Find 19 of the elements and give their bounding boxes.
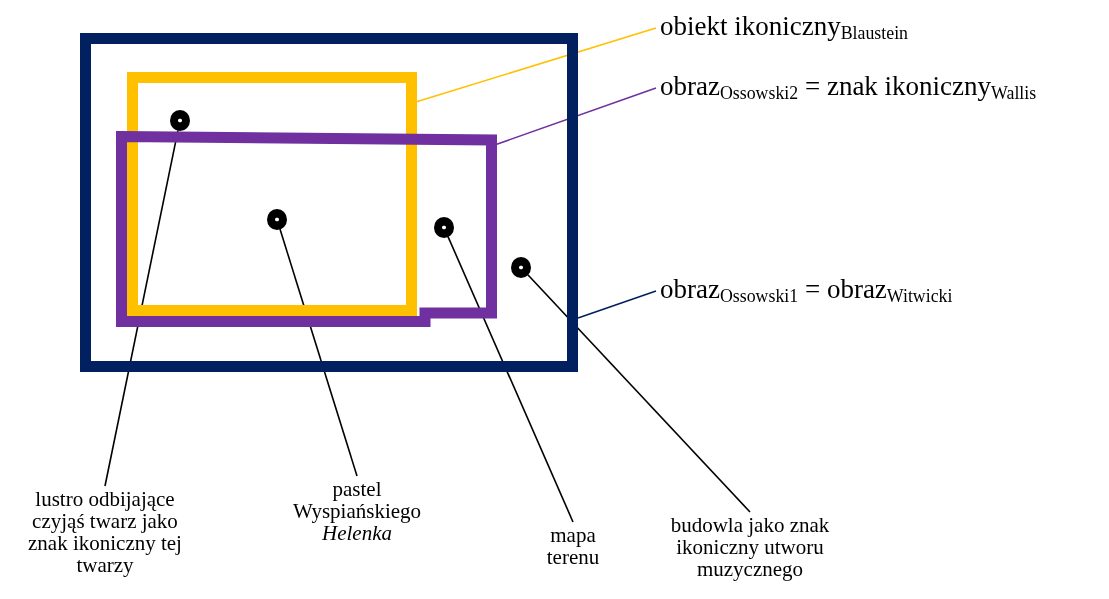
leader-line (447, 235, 574, 523)
point-marker (511, 257, 531, 278)
category-rectangle (80, 33, 578, 372)
category-rectangle (127, 72, 417, 316)
concept-label: obiekt ikoniczny$_{Blaustein}$ (660, 12, 909, 45)
point-marker (434, 217, 454, 238)
point-marker (170, 110, 190, 131)
concept-label: obraz$_{Ossowski2}$ = znak ikoniczny$_{Wallis}$ (660, 72, 1038, 105)
example-label: pastel Wyspiańskiego Helenka (291, 478, 423, 545)
category-rectangle (116, 131, 497, 327)
leader-line (577, 290, 657, 319)
concept-label: obraz$_{Ossowski1}$ = obraz$_{Witwicki}$ (660, 275, 954, 308)
point-marker (267, 209, 287, 230)
leader-line (527, 274, 751, 513)
leader-line (104, 129, 179, 487)
leader-line (279, 228, 358, 477)
example-label: mapa terenu (545, 524, 601, 569)
example-label: lustro odbijające czyjąś twarz jako znak ikoniczny tej twarzy (27, 488, 183, 577)
example-label: budowla jako znak ikoniczny utworu muzycznego (669, 514, 831, 581)
